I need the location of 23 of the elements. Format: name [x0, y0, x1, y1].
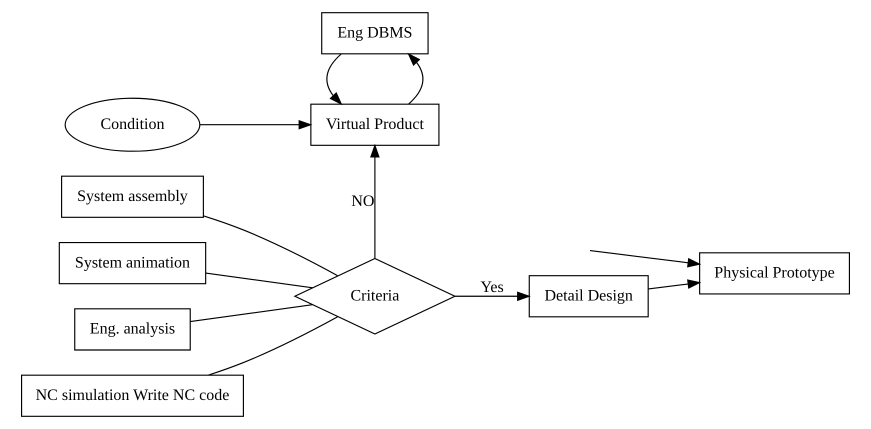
connector: [190, 304, 313, 322]
edge-label: NO: [351, 193, 374, 210]
edge-label: Yes: [480, 278, 504, 296]
arrow: [200, 120, 312, 130]
node-box: Eng DBMS: [321, 12, 429, 54]
node-box: Virtual Product: [310, 104, 440, 146]
arrow: [326, 54, 342, 106]
connector: [206, 272, 313, 288]
node-ellipse: Condition: [64, 98, 200, 152]
connector: [208, 316, 338, 376]
arrow: [648, 279, 702, 290]
node-box: NC simulation Write NC code: [21, 374, 244, 417]
node-box: System assembly: [61, 176, 204, 218]
node-box: Detail Design: [528, 275, 649, 318]
node-diamond: Criteria: [294, 258, 456, 335]
arrow: [370, 144, 380, 258]
node-box: System animation: [58, 242, 206, 284]
arrow: [455, 291, 531, 302]
connector: [204, 215, 338, 276]
node-box: Eng. analysis: [74, 308, 191, 351]
node-box: Physical Prototype: [699, 252, 850, 295]
arrow: [590, 250, 702, 268]
arrow: [407, 52, 424, 104]
